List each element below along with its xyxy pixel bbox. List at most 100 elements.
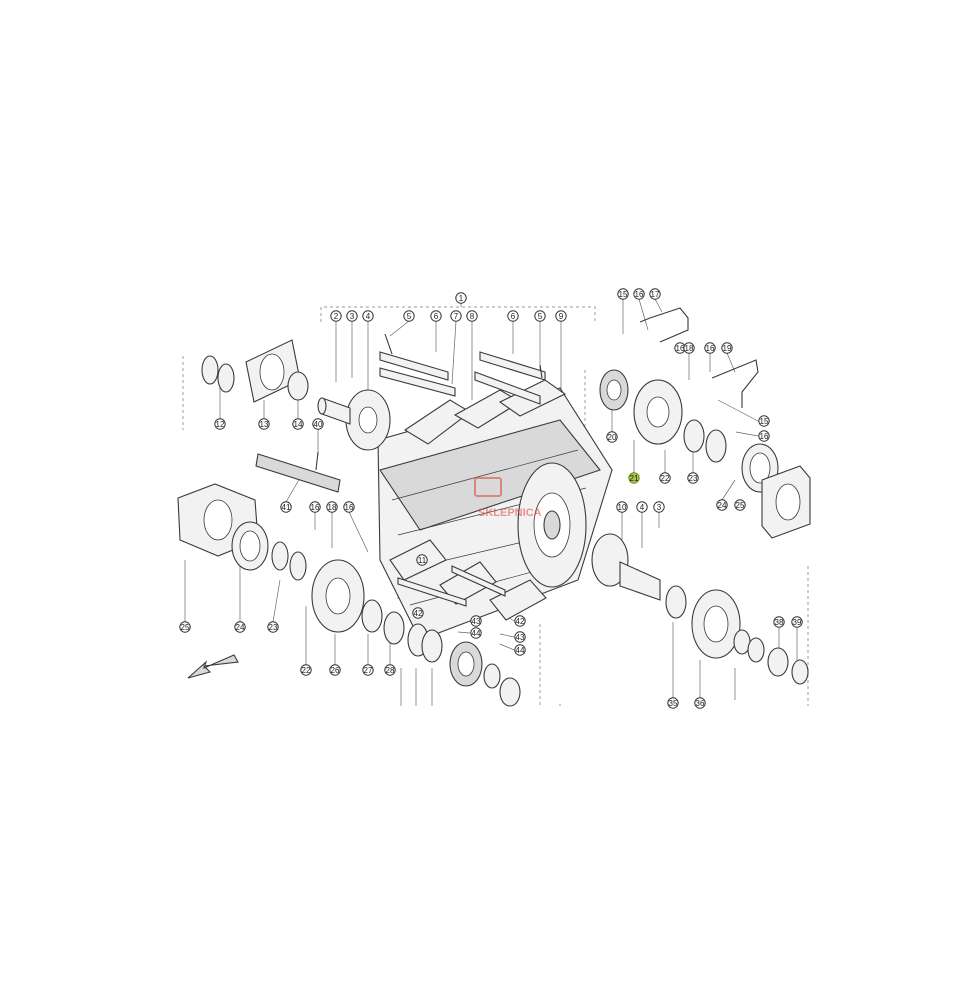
part-number-label: 4	[366, 312, 371, 321]
part-number-callout-44: 44	[514, 644, 526, 656]
part-number-label: 23	[689, 474, 698, 483]
part-number-callout-26: 26	[329, 664, 341, 676]
part-number-callout-22: 22	[659, 472, 671, 484]
rotor-drum	[377, 379, 613, 641]
part-number-label: 21	[630, 474, 639, 483]
part-number-label: 15	[760, 417, 769, 426]
part-number-callout-8: 8	[466, 310, 478, 322]
part-number-label: 25	[181, 623, 190, 632]
part-number-label: 28	[386, 666, 395, 675]
part-number-callout-16: 16	[343, 501, 355, 513]
part-number-label: 38	[775, 618, 784, 627]
part-number-label: 16	[345, 503, 354, 512]
part-number-callout-6: 6	[507, 310, 519, 322]
part-number-callout-16: 16	[309, 501, 321, 513]
part-number-label: 36	[696, 699, 705, 708]
part-number-label: 43	[472, 617, 481, 626]
part-number-label: 44	[516, 646, 525, 655]
part-number-label: 16	[635, 290, 644, 299]
part-number-label: 12	[216, 420, 225, 429]
part-number-callout-9: 9	[555, 310, 567, 322]
svg-text:SKLEPNICA: SKLEPNICA	[478, 507, 542, 519]
part-number-label: 5	[407, 312, 412, 321]
part-number-callout-42: 42	[514, 615, 526, 627]
part-number-label: 5	[538, 312, 543, 321]
part-number-callout-12: 12	[214, 418, 226, 430]
part-number-callout-23: 23	[687, 472, 699, 484]
part-number-callout-5: 5	[403, 310, 415, 322]
part-number-callout-16: 16	[758, 430, 770, 442]
part-number-label: 16	[676, 344, 685, 353]
part-number-callout-3: 3	[653, 501, 665, 513]
part-number-callout-7: 7	[450, 310, 462, 322]
part-number-callout-28: 28	[384, 664, 396, 676]
part-number-callout-5: 5	[534, 310, 546, 322]
part-number-callout-25: 25	[179, 621, 191, 633]
part-number-label: 41	[282, 503, 291, 512]
part-number-callout-27: 27	[362, 664, 374, 676]
direction-arrow-icon	[187, 654, 239, 679]
part-number-callout-38: 38	[773, 616, 785, 628]
part-number-callout-39: 39	[791, 616, 803, 628]
part-number-label: 25	[736, 501, 745, 510]
part-number-callout-36: 36	[694, 697, 706, 709]
part-number-callout-43: 43	[470, 615, 482, 627]
part-number-callout-18: 18	[326, 501, 338, 513]
part-number-callout-4: 4	[362, 310, 374, 322]
part-number-label: 23	[269, 623, 278, 632]
part-number-label: 24	[718, 501, 727, 510]
part-number-label: 3	[350, 312, 355, 321]
part-number-label: 39	[793, 618, 802, 627]
part-number-label: 17	[651, 290, 660, 299]
part-number-label: 35	[669, 699, 678, 708]
part-number-callout-1: 1	[455, 292, 467, 304]
part-number-label: 9	[559, 312, 564, 321]
part-number-label: 1	[459, 294, 464, 303]
part-number-callout-10: 10	[616, 501, 628, 513]
part-number-label: 7	[454, 312, 459, 321]
part-number-label: 6	[511, 312, 516, 321]
part-number-label: 15	[619, 290, 628, 299]
part-number-callout-13: 13	[258, 418, 270, 430]
part-number-callout-2: 2	[330, 310, 342, 322]
part-number-callout-24: 24	[716, 499, 728, 511]
part-number-label: 6	[434, 312, 439, 321]
part-number-label: 44	[472, 629, 481, 638]
part-number-callout-44: 44	[470, 627, 482, 639]
part-number-callout-11: 11	[416, 554, 428, 566]
part-number-callout-24: 24	[234, 621, 246, 633]
part-number-callout-15: 15	[617, 288, 629, 300]
part-number-callout-22: 22	[300, 664, 312, 676]
part-number-callout-16: 16	[704, 342, 716, 354]
part-number-callout-25: 25	[734, 499, 746, 511]
part-number-callout-35: 35	[667, 697, 679, 709]
part-number-label: 22	[661, 474, 670, 483]
watermark-logo: SKLEPNICA	[474, 477, 542, 519]
part-number-callout-16: 16	[633, 288, 645, 300]
part-number-label: 16	[760, 432, 769, 441]
part-number-label: 3	[657, 503, 662, 512]
part-number-label: 8	[470, 312, 475, 321]
part-number-label: 16	[311, 503, 320, 512]
part-number-callout-42: 42	[412, 607, 424, 619]
part-number-callout-17: 17	[649, 288, 661, 300]
part-number-label: 22	[302, 666, 311, 675]
part-number-callout-18: 18	[683, 342, 695, 354]
part-number-label: 4	[640, 503, 645, 512]
part-number-callout-15: 15	[758, 415, 770, 427]
part-number-label: 2	[334, 312, 339, 321]
part-number-callout-19: 19	[721, 342, 733, 354]
part-number-label: 11	[418, 556, 427, 565]
part-number-callout-21: 21	[628, 472, 640, 484]
part-number-label: 24	[236, 623, 245, 632]
part-number-label: 43	[516, 633, 525, 642]
part-number-label: 14	[294, 420, 303, 429]
part-number-callout-23: 23	[267, 621, 279, 633]
part-number-callout-6: 6	[430, 310, 442, 322]
part-drawings	[177, 307, 811, 707]
part-number-label: 42	[414, 609, 423, 618]
part-number-callout-3: 3	[346, 310, 358, 322]
part-number-callout-14: 14	[292, 418, 304, 430]
